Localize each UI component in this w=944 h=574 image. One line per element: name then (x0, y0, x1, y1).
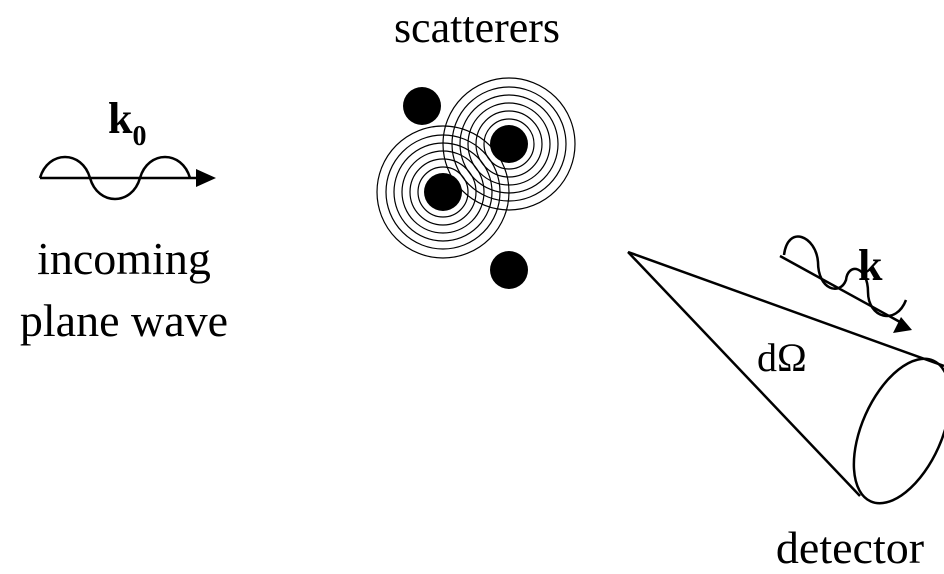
k-label: k (858, 241, 883, 290)
scattered-wave-curve (782, 235, 908, 318)
scatterer-dot (424, 173, 462, 211)
scatterer-dot (490, 125, 528, 163)
detector-label: detector (776, 522, 924, 573)
k0-subscript: 0 (132, 121, 146, 152)
scattered-waves-left (376, 125, 510, 259)
incoming-wave-curve (38, 155, 192, 201)
scattered-wave-axis (779, 254, 901, 324)
scattered-wave-arrowhead (893, 317, 912, 333)
detector-cone (627, 250, 944, 505)
solid-angle-label: dΩ (757, 335, 807, 380)
scatterer-dot (490, 251, 528, 289)
incoming-label-line1: incoming (37, 233, 211, 284)
incoming-label-line2: plane wave (20, 295, 228, 346)
incoming-wave (38, 155, 216, 201)
detector-aperture (852, 357, 944, 505)
k0-label: k0 (108, 94, 146, 152)
scatterer-dot (403, 87, 441, 125)
k0-symbol: k (108, 94, 133, 143)
cone-edge-top (627, 250, 944, 368)
scattered-wave-k (779, 235, 912, 333)
cone-edge-bottom (627, 251, 861, 497)
scatterers-label: scatterers (394, 3, 560, 52)
incoming-wave-arrowhead (196, 169, 216, 187)
